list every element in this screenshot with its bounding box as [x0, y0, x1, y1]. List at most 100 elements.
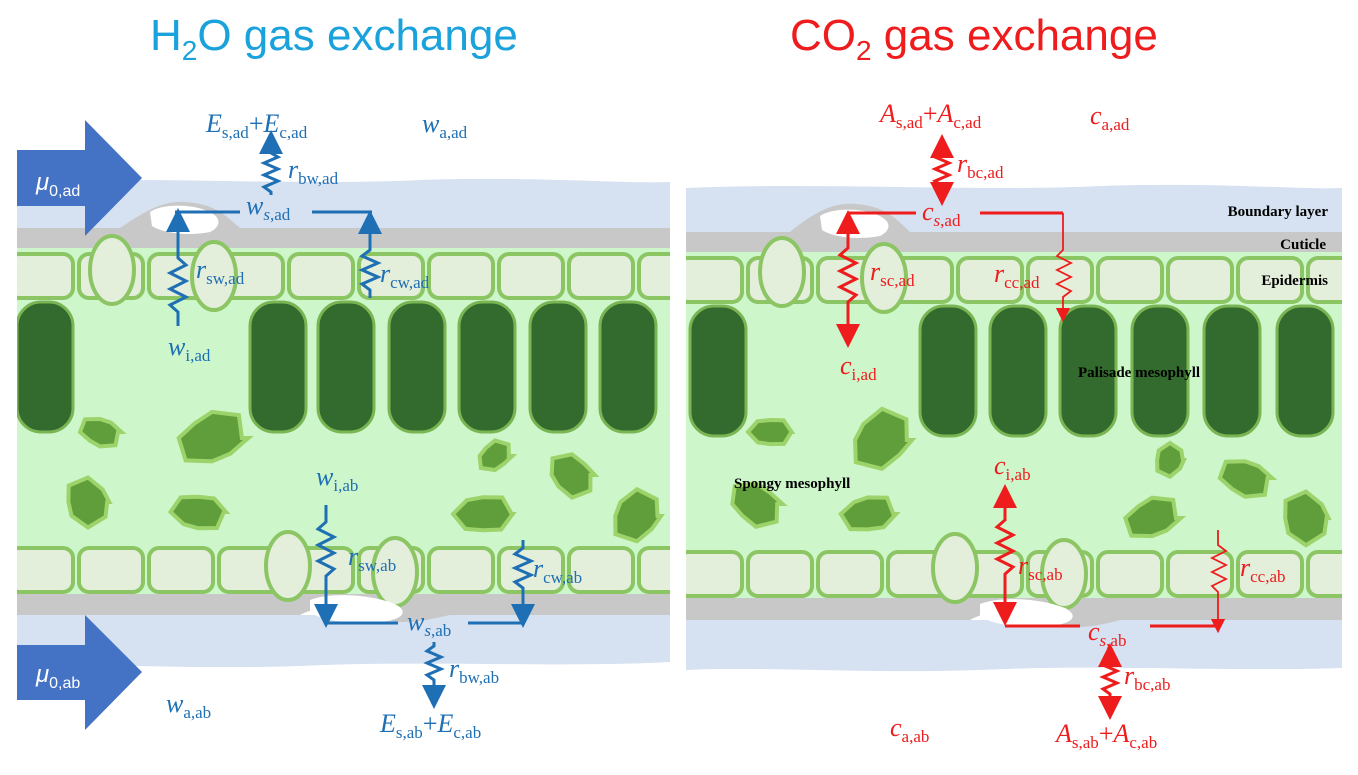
- h2o-w-s-ab: ws,ab: [407, 607, 451, 640]
- right-palisade-cell-1: [918, 304, 978, 438]
- left-spongy-cell-2: [66, 475, 113, 530]
- left-spongy-cell-5: [549, 452, 600, 500]
- left-guard-cell-0: [88, 234, 136, 306]
- co2-c-i-ab: ci,ab: [994, 451, 1031, 484]
- left-epidermis-cell-top-4: [287, 252, 355, 300]
- left-spongy-cell-4: [477, 438, 518, 473]
- left-guard-cell-1: [190, 240, 238, 312]
- left-epidermis-cell-bot-9: [637, 546, 670, 594]
- h2o-labels: Es,ad+Ec,ad wa,ad rbw,ad ws,ad rsw,ad rc…: [166, 109, 582, 742]
- co2-r-sc-ad: rsc,ad: [870, 257, 915, 290]
- label-palisade-mesophyll: Palisade mesophyll: [1078, 365, 1200, 381]
- co2-A-ab: As,ab+Ac,ab: [1054, 719, 1157, 752]
- right-epidermis-cell-top-9: [1306, 256, 1342, 304]
- h2o-pathway: [166, 130, 535, 709]
- right-epidermis-cell-bot-9: [1306, 550, 1342, 598]
- left-palisade-cell-4: [457, 300, 517, 434]
- left-epidermis-cell-top-8: [567, 252, 635, 300]
- h2o-E-ab: Es,ab+Ec,ab: [379, 709, 481, 742]
- left-palisade-cell-3: [387, 300, 447, 434]
- h2o-title: H2O gas exchange: [150, 11, 518, 66]
- left-epidermis-cell-bot-6: [427, 546, 495, 594]
- right-epidermis-cell-top-8: [1236, 256, 1304, 304]
- h2o-rsw-ad-resistor: [166, 208, 190, 326]
- co2-rsc-ad-resistor: [836, 210, 860, 348]
- co2-A-ad: As,ad+Ac,ad: [878, 99, 982, 132]
- left-epidermis-cell-top-7: [497, 252, 565, 300]
- h2o-title-rest: O gas exchange: [197, 11, 517, 60]
- label-boundary-layer: Boundary layer: [1228, 204, 1329, 220]
- h2o-title-sub: 2: [182, 35, 198, 66]
- left-palisade-cell-5: [528, 300, 588, 434]
- right-spongy-cell-4: [1155, 440, 1188, 479]
- right-spongy-cell-3: [838, 495, 901, 532]
- left-epidermis-cell-bot-1: [77, 546, 145, 594]
- right-epidermis-cell-bot-1: [746, 550, 814, 598]
- h2o-r-bw-ab: rbw,ab: [449, 654, 499, 687]
- co2-rbc-ad-resistor: [930, 134, 954, 206]
- left-palisade-cell-0: [17, 300, 75, 434]
- co2-title-rest: gas exchange: [872, 11, 1158, 60]
- right-epidermis-cell-bot-0: [686, 550, 744, 598]
- co2-r-bc-ad: rbc,ad: [957, 149, 1004, 182]
- h2o-rcw-ad-resistor: [358, 210, 382, 298]
- h2o-rsw-ab-resistor: [314, 505, 338, 628]
- h2o-r-cw-ad: rcw,ad: [380, 259, 430, 292]
- co2-labels: As,ad+Ac,ad ca,ad rbc,ad cs,ad rsc,ad rc…: [840, 99, 1286, 752]
- right-epidermis-cell-bot-8: [1236, 550, 1304, 598]
- co2-title-co: CO: [790, 11, 856, 60]
- co2-rsc-ab-resistor: [993, 484, 1017, 626]
- left-spongy-cell-7: [613, 486, 665, 544]
- left-boundary-layer-bottom: [17, 615, 670, 668]
- mu-ad-label: μ0,ad: [35, 169, 80, 200]
- h2o-r-cw-ab: rcw,ab: [533, 554, 582, 587]
- h2o-E-ad: Es,ad+Ec,ad: [205, 109, 308, 142]
- h2o-title-h: H: [150, 11, 182, 60]
- left-flux-arrow-adaxial: μ0,ad: [17, 120, 142, 236]
- left-epidermis-cell-top-6: [427, 252, 495, 300]
- left-palisade-cell-1: [248, 300, 308, 434]
- right-leaf: [686, 184, 1342, 672]
- h2o-rbw-ad-resistor: [259, 130, 283, 195]
- right-spongy-cell-1: [853, 406, 917, 471]
- left-palisade-cell-6: [598, 300, 658, 434]
- right-epidermis-cell-top-7: [1166, 256, 1234, 304]
- label-epidermis: Epidermis: [1261, 273, 1328, 289]
- left-spongy-cell-3: [167, 494, 231, 531]
- h2o-w-a-ab: wa,ab: [166, 689, 211, 722]
- left-palisade-cell-2: [316, 300, 376, 434]
- left-leaf: [17, 178, 670, 668]
- h2o-rcw-ab-resistor: [511, 540, 535, 628]
- h2o-w-s-ad: ws,ad: [246, 191, 291, 224]
- co2-title-sub: 2: [856, 35, 872, 66]
- right-guard-cell-1: [860, 242, 908, 314]
- co2-c-s-ab: cs,ab: [1088, 617, 1126, 650]
- h2o-r-sw-ad: rsw,ad: [196, 255, 245, 288]
- h2o-w-i-ad: wi,ad: [168, 332, 211, 365]
- h2o-r-sw-ab: rsw,ab: [348, 542, 396, 575]
- right-spongy-cell-2: [730, 481, 788, 529]
- h2o-w-a-ad: wa,ad: [422, 109, 468, 142]
- left-spongy-cell-6: [450, 495, 517, 533]
- label-cuticle: Cuticle: [1280, 237, 1326, 253]
- right-epidermis-cell-bot-2: [816, 550, 884, 598]
- co2-r-cc-ad: rcc,ad: [994, 259, 1040, 292]
- right-epidermis-cell-top-0: [686, 256, 744, 304]
- right-palisade-cell-5: [1202, 304, 1262, 438]
- left-epidermis-cell-bot-2: [147, 546, 215, 594]
- co2-r-bc-ab: rbc,ab: [1124, 661, 1170, 694]
- h2o-rbw-ab-resistor: [422, 642, 446, 709]
- right-palisade-cell-2: [988, 304, 1048, 438]
- co2-rcc-ad-resistor: [1054, 213, 1074, 323]
- co2-pathway: [836, 134, 1229, 720]
- co2-r-sc-ab: rsc,ab: [1018, 551, 1063, 584]
- right-palisade-cell-6: [1275, 304, 1335, 438]
- left-spongy-cell-1: [176, 409, 254, 464]
- co2-c-s-ad: cs,ad: [922, 197, 961, 230]
- right-epidermis-cell-top-4: [956, 256, 1024, 304]
- co2-rcc-ab-resistor: [1209, 530, 1229, 634]
- h2o-w-i-ab: wi,ab: [316, 462, 358, 495]
- co2-r-cc-ab: rcc,ab: [1240, 553, 1286, 586]
- right-palisade-cell-3: [1058, 304, 1118, 438]
